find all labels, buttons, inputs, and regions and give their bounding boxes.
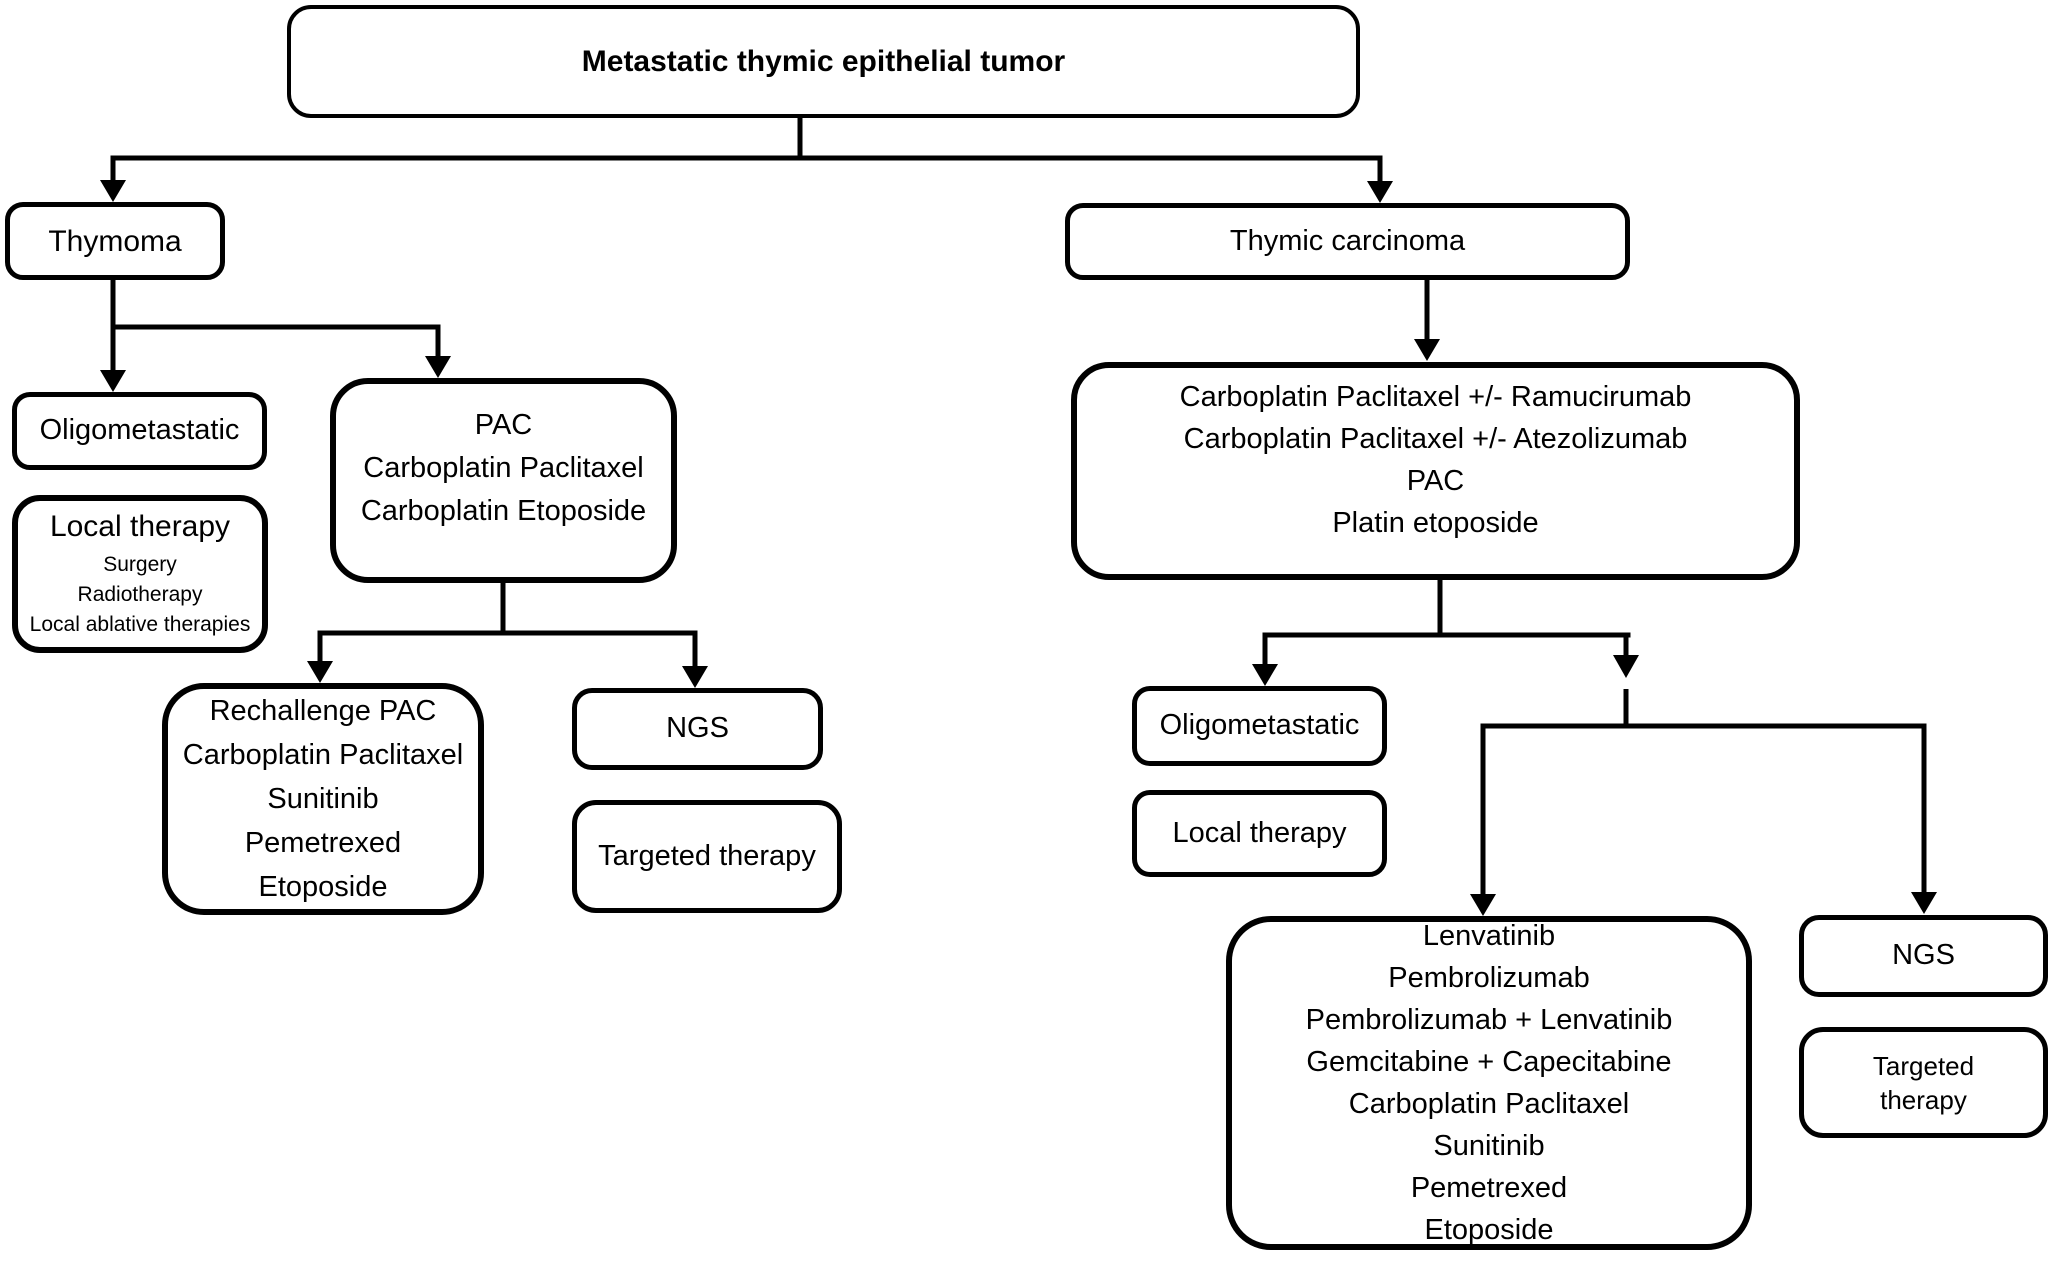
node-carcinoma-ngs: NGS xyxy=(1799,915,2048,997)
node-carcinoma-first-line-option: Platin etoposide xyxy=(1332,507,1539,539)
node-thymoma-second-line-option: Etoposide xyxy=(258,871,388,903)
node-carcinoma-second-line-option: Carboplatin Paclitaxel xyxy=(1348,1088,1630,1120)
node-carcinoma-oligometastatic-label: Oligometastatic xyxy=(1159,709,1360,742)
node-thymoma-local-therapy: Local therapy Surgery Radiotherapy Local… xyxy=(12,495,268,653)
node-carcinoma-targeted-therapy-line: therapy xyxy=(1880,1084,1967,1115)
arrowhead-lenvatinib xyxy=(1470,894,1496,916)
node-carcinoma-second-line-option: Lenvatinib xyxy=(1422,920,1556,952)
node-thymoma-ngs: NGS xyxy=(572,688,823,770)
node-carcinoma-second-line-option: Gemcitabine + Capecitabine xyxy=(1306,1046,1672,1078)
arrowhead-ngs-left xyxy=(682,666,708,688)
node-carcinoma: Thymic carcinoma xyxy=(1065,203,1630,280)
node-root-label: Metastatic thymic epithelial tumor xyxy=(581,45,1066,78)
node-thymoma-oligometastatic-label: Oligometastatic xyxy=(39,414,240,447)
node-thymoma-local-therapy-line: Surgery xyxy=(103,552,177,576)
node-carcinoma-second-line-option: Etoposide xyxy=(1424,1214,1554,1246)
arrowhead-oligo-right xyxy=(1252,664,1278,686)
node-root: Metastatic thymic epithelial tumor xyxy=(287,5,1360,118)
node-thymoma-oligometastatic: Oligometastatic xyxy=(12,392,267,470)
node-carcinoma-local-therapy-label: Local therapy xyxy=(1172,816,1347,849)
arrowhead-ngs-right xyxy=(1911,892,1937,914)
node-thymoma-targeted-therapy-label: Targeted therapy xyxy=(598,839,816,872)
node-thymoma-local-therapy-title: Local therapy xyxy=(49,509,231,543)
arrowhead-rechallenge xyxy=(307,661,333,683)
node-thymoma-first-line: PAC Carboplatin Paclitaxel Carboplatin E… xyxy=(330,378,677,583)
node-carcinoma-first-line-option: PAC xyxy=(1406,465,1465,497)
node-thymoma-first-line-option: Carboplatin Etoposide xyxy=(360,495,647,527)
node-carcinoma-ngs-label: NGS xyxy=(1892,939,1955,972)
node-carcinoma-first-line: Carboplatin Paclitaxel +/- Ramucirumab C… xyxy=(1071,362,1800,580)
node-carcinoma-label: Thymic carcinoma xyxy=(1229,224,1466,257)
node-carcinoma-second-line-option: Sunitinib xyxy=(1433,1130,1545,1162)
node-thymoma-first-line-option: Carboplatin Paclitaxel xyxy=(363,452,644,484)
arrowhead-pac xyxy=(425,356,451,378)
arrowhead-carcinoma-chemo xyxy=(1414,339,1440,361)
node-carcinoma-second-line-option: Pembrolizumab xyxy=(1388,962,1590,994)
node-carcinoma-second-line-option: Pembrolizumab + Lenvatinib xyxy=(1305,1004,1673,1036)
node-carcinoma-first-line-option: Carboplatin Paclitaxel +/- Ramucirumab xyxy=(1179,381,1692,413)
node-thymoma-second-line-option: Carboplatin Paclitaxel xyxy=(182,739,464,771)
node-thymoma-ngs-label: NGS xyxy=(666,712,729,745)
node-carcinoma-local-therapy: Local therapy xyxy=(1132,790,1387,877)
node-carcinoma-oligometastatic: Oligometastatic xyxy=(1132,686,1387,766)
node-thymoma-local-therapy-line: Local ablative therapies xyxy=(29,612,251,636)
node-thymoma-second-line-option: Pemetrexed xyxy=(244,827,402,859)
arrowhead-oligo-left xyxy=(100,370,126,392)
node-thymoma-targeted-therapy: Targeted therapy xyxy=(572,800,842,913)
node-carcinoma-first-line-option: Carboplatin Paclitaxel +/- Atezolizumab xyxy=(1183,423,1688,455)
arrowhead-carcinoma xyxy=(1367,181,1393,203)
node-thymoma-first-line-option: PAC xyxy=(474,409,533,441)
node-thymoma-local-therapy-line: Radiotherapy xyxy=(77,582,203,606)
node-carcinoma-second-line: Lenvatinib Pembrolizumab Pembrolizumab +… xyxy=(1226,916,1752,1250)
node-thymoma-second-line-option: Sunitinib xyxy=(267,783,379,815)
node-carcinoma-targeted-therapy-line: Targeted xyxy=(1872,1050,1975,1081)
node-thymoma-second-line-option: Rechallenge PAC xyxy=(209,695,437,727)
arrowhead-mid xyxy=(1613,655,1639,678)
node-carcinoma-targeted-therapy: Targeted therapy xyxy=(1799,1027,2048,1138)
node-carcinoma-second-line-option: Pemetrexed xyxy=(1410,1172,1568,1204)
node-thymoma: Thymoma xyxy=(5,202,225,280)
node-thymoma-label: Thymoma xyxy=(48,224,182,258)
node-thymoma-second-line: Rechallenge PAC Carboplatin Paclitaxel S… xyxy=(162,683,484,915)
arrowhead-thymoma xyxy=(100,180,126,202)
